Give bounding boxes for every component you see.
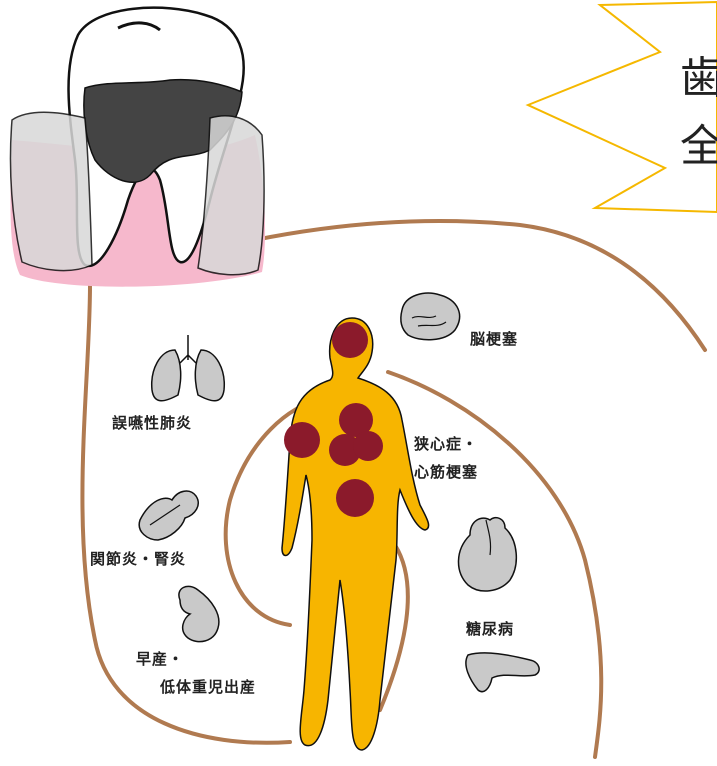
brain-icon	[401, 293, 460, 340]
spot-abdomen	[336, 479, 374, 517]
label-angina-line2: 心筋梗塞	[414, 461, 478, 482]
human-body	[282, 318, 429, 750]
burst-shape	[528, 2, 717, 212]
label-premature-birth-line2: 低体重児出産	[160, 676, 256, 697]
label-diabetes: 糖尿病	[466, 618, 514, 639]
fetus-icon	[179, 586, 219, 641]
label-premature-birth-line1: 早産・	[136, 648, 184, 669]
spot-arm	[284, 422, 320, 458]
heart-icon	[458, 518, 516, 591]
lungs-icon	[152, 335, 225, 401]
joint-icon	[139, 491, 198, 540]
callout-text-line2: 全	[680, 110, 717, 174]
body-silhouette	[282, 318, 429, 750]
spot-head	[332, 322, 368, 358]
spot-heart-2	[353, 431, 383, 461]
callout-burst	[528, 2, 717, 212]
callout-text-line1: 歯	[680, 42, 717, 106]
pancreas-icon	[466, 653, 539, 692]
tooth-illustration	[10, 8, 265, 287]
label-aspiration-pneumonia: 誤嚥性肺炎	[112, 412, 192, 433]
label-arthritis-nephritis: 関節炎・腎炎	[90, 548, 186, 569]
label-angina-line1: 狭心症・	[414, 433, 478, 454]
bone-left	[10, 112, 92, 270]
label-brain-infarction: 脳梗塞	[470, 328, 518, 349]
